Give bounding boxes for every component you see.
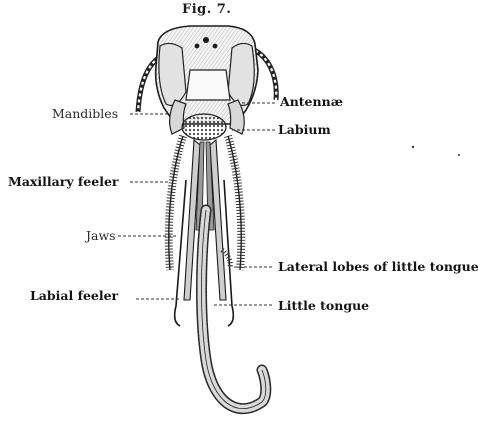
label-little-tongue: Little tongue [278,299,369,313]
label-labial-feeler: Labial feeler [30,289,118,303]
labium [182,114,226,140]
label-antennae: Antennæ [280,95,343,109]
label-maxillary-feeler: Maxillary feeler [8,175,119,189]
label-labium: Labium [278,123,331,137]
little-tongue [202,210,266,409]
scan-speck [458,154,460,156]
scan-speck [412,146,414,148]
label-lateral-lobes: Lateral lobes of little tongue [278,260,478,274]
label-jaws: Jaws [86,229,116,243]
label-mandibles: Mandibles [52,107,118,121]
